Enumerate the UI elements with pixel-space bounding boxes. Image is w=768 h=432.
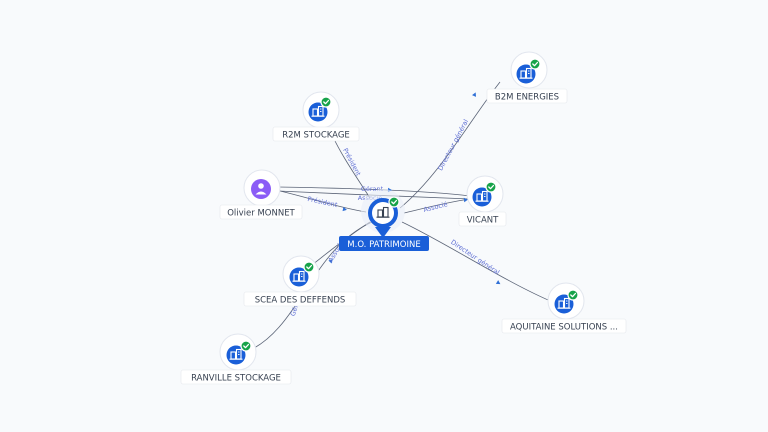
node-aquitaine-solutions[interactable]: AQUITAINE SOLUTIONS ... — [501, 282, 627, 334]
node-label-scea: SCEA DES DEFFENDS — [255, 296, 346, 306]
verified-check-icon — [485, 181, 497, 193]
node-r2m-stockage[interactable]: R2M STOCKAGE — [272, 91, 360, 142]
verified-check-icon — [567, 289, 579, 301]
edge-aquitaine-directeur[interactable]: Directeur général — [401, 221, 556, 304]
node-label-vicant: VICANT — [467, 216, 499, 226]
person-icon — [255, 183, 267, 195]
edge-label-aquitaine: Directeur général — [449, 238, 501, 277]
node-label-aquitaine: AQUITAINE SOLUTIONS ... — [510, 323, 618, 333]
node-ranville-stockage[interactable]: RANVILLE STOCKAGE — [180, 333, 292, 385]
node-vicant[interactable]: VICANT — [458, 175, 507, 227]
node-olivier-monnet[interactable]: Olivier MONNET — [219, 169, 303, 220]
node-label-b2m: B2M ENERGIES — [495, 93, 559, 103]
node-label-monnet: Olivier MONNET — [227, 209, 295, 219]
node-center-mo-patrimoine[interactable]: M.O. PATRIMOINE — [339, 189, 429, 251]
edge-label-monnet-vicant: Gérant — [361, 185, 384, 193]
center-label: M.O. PATRIMOINE — [347, 240, 420, 250]
verified-check-icon — [529, 58, 541, 70]
center-pin-tip — [375, 227, 391, 238]
edge-vicant-associe[interactable]: Associé — [403, 197, 471, 214]
node-label-r2m: R2M STOCKAGE — [282, 131, 350, 141]
edge-label-monnet-center: Président — [307, 195, 339, 209]
edge-label-vicant: Associé — [423, 200, 449, 214]
node-scea-des-deffends[interactable]: SCEA DES DEFFENDS — [243, 255, 357, 307]
building-icon — [376, 206, 390, 218]
node-b2m-energies[interactable]: B2M ENERGIES — [486, 51, 568, 104]
edge-label-r2m: Président — [341, 147, 363, 178]
verified-check-icon — [240, 340, 252, 352]
node-label-ranville: RANVILLE STOCKAGE — [191, 374, 281, 384]
verified-check-icon — [303, 261, 315, 273]
edge-label-b2m: Directeur général — [436, 118, 470, 172]
verified-check-icon — [320, 96, 332, 108]
verified-check-icon — [388, 196, 400, 208]
